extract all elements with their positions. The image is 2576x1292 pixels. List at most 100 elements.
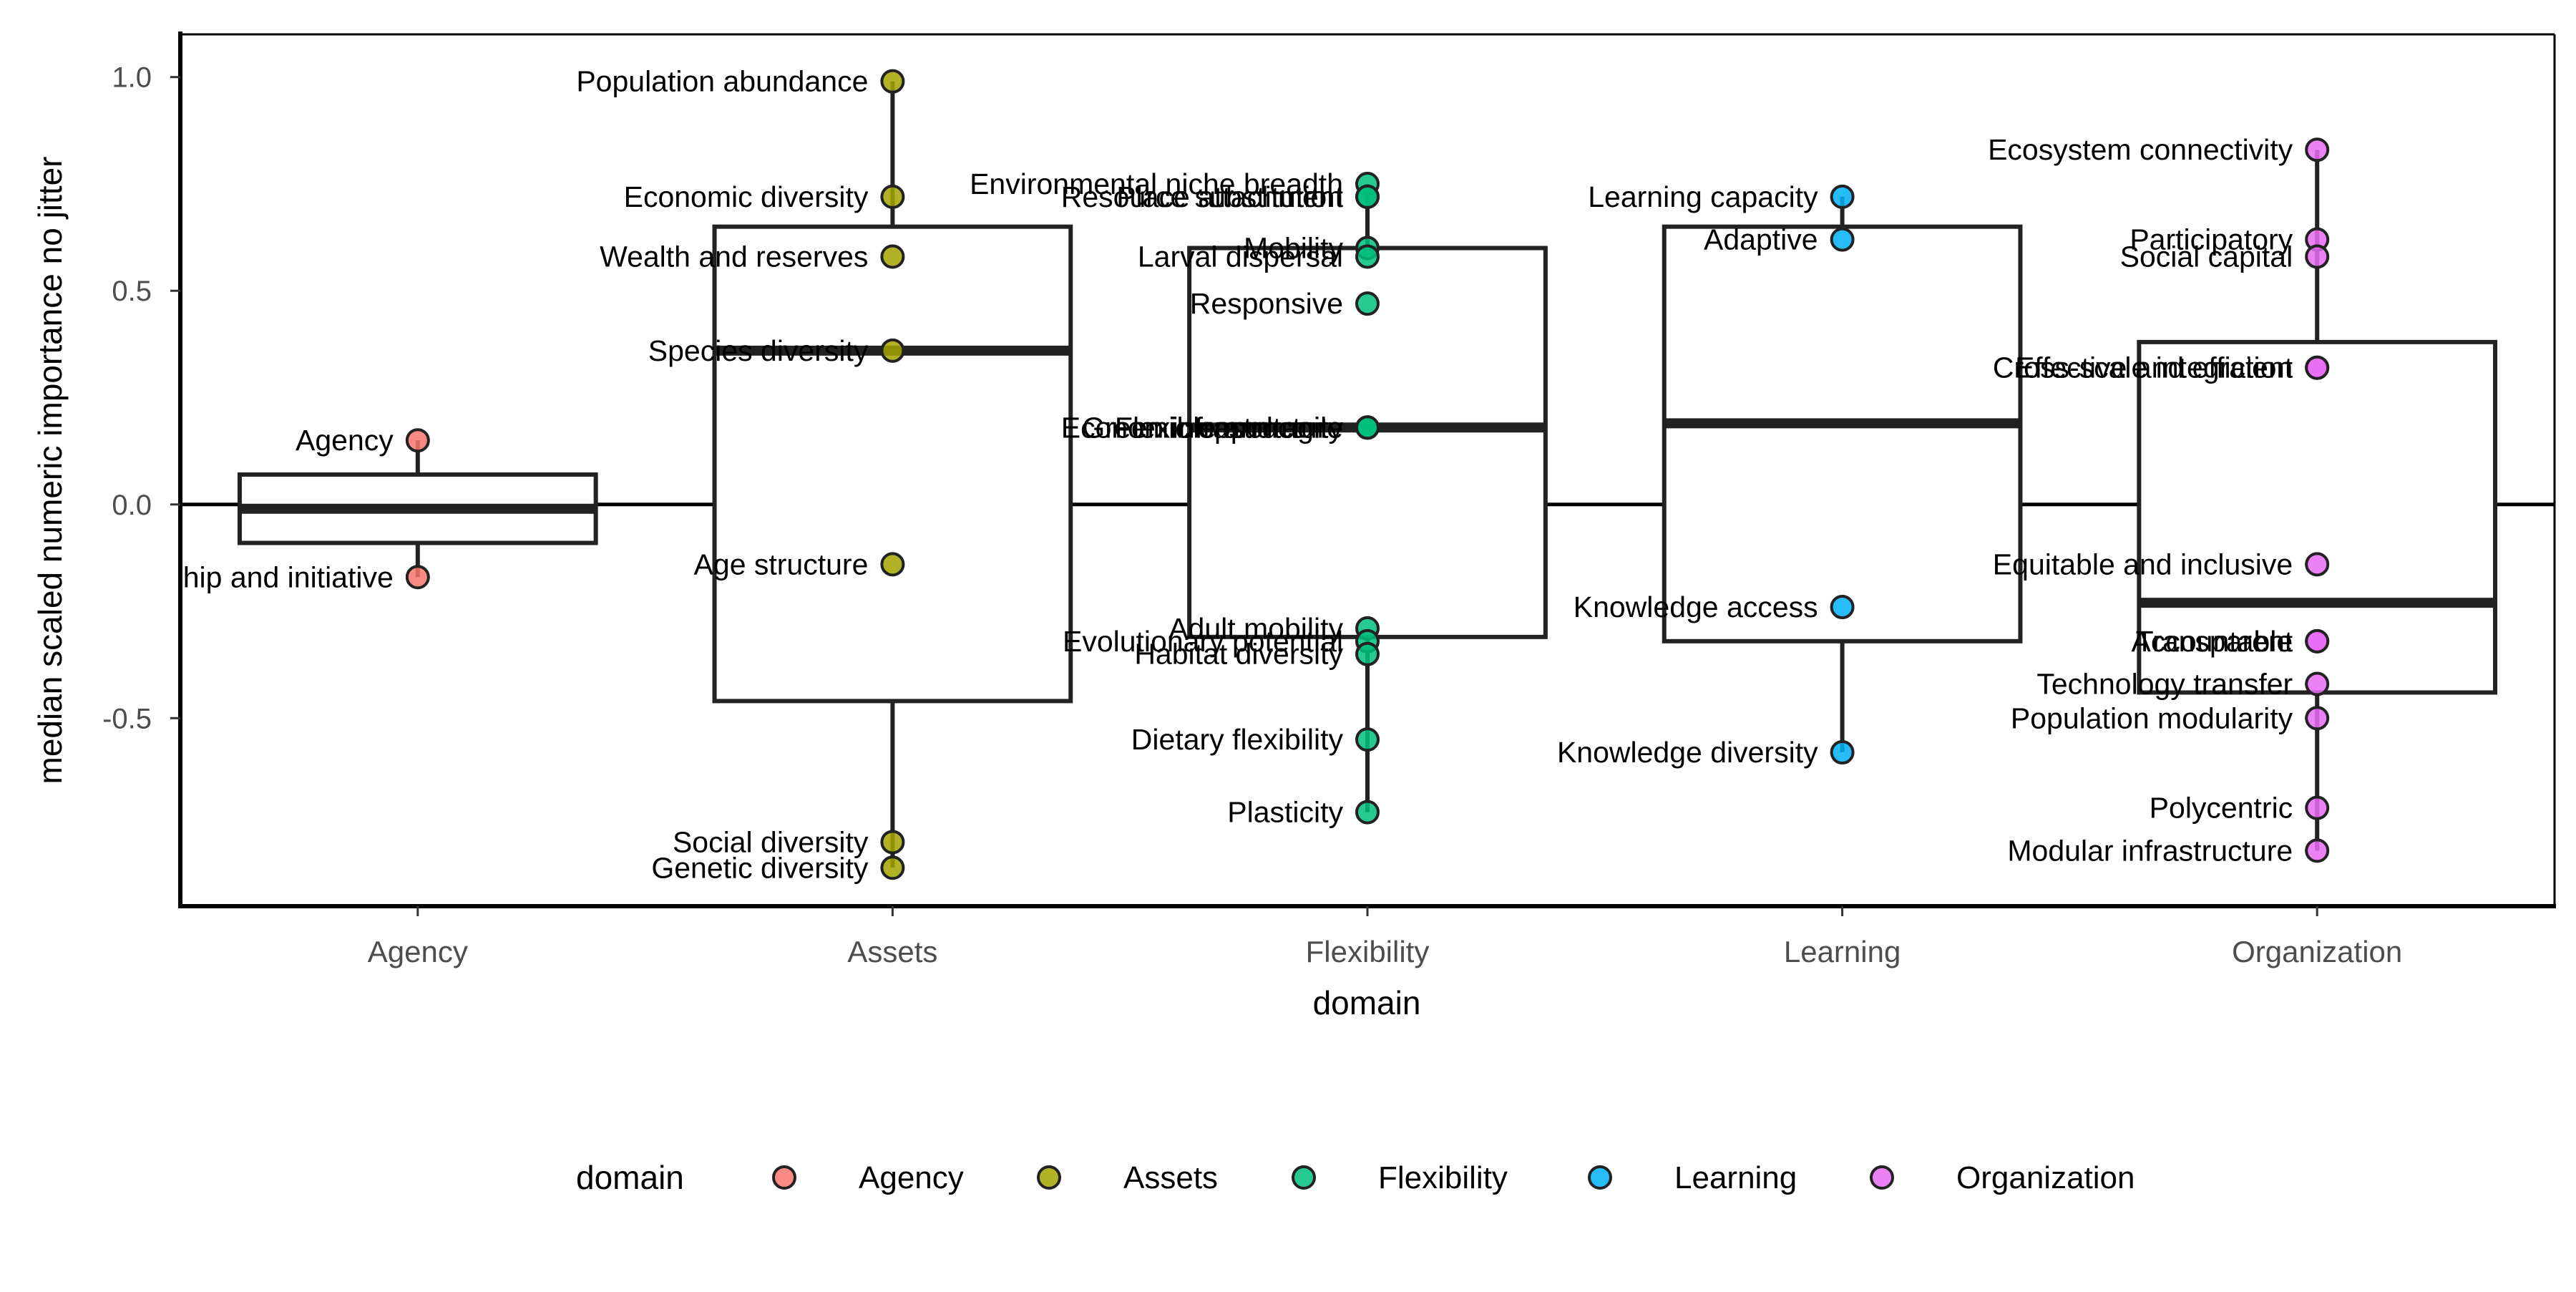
point-responsive (1355, 291, 1380, 316)
legend-key-assets (1037, 1165, 1061, 1190)
point-label-social-capital: Social capital (2120, 240, 2293, 273)
points-layer (405, 69, 2330, 880)
point-knowledge-access (1830, 595, 1855, 620)
point-label-social-diversity: Social diversity (673, 825, 869, 858)
legend-key-learning (1588, 1165, 1612, 1190)
point-label-effective-and-efficient: Effective and efficient (2015, 351, 2293, 384)
point-label-learning-capacity: Learning capacity (1588, 180, 1818, 213)
box-learning (1662, 224, 2023, 643)
point-transparent (2305, 628, 2330, 654)
point-label-adult-mobility: Adult mobility (1169, 612, 1343, 645)
point-label-knowledge-diversity: Knowledge diversity (1557, 736, 1818, 769)
point-dietary-flexibility (1355, 727, 1380, 752)
y-axis-title: median scaled numeric importance no jitt… (31, 157, 69, 785)
point-label-knowledge-access: Knowledge access (1574, 591, 1818, 623)
point-population-abundance (880, 69, 905, 94)
legend-title: domain (576, 1159, 684, 1196)
point-label-technology-transfer: Technology transfer (2036, 668, 2293, 701)
legend-label-agency: Agency (859, 1160, 964, 1195)
x-axis-title: domain (1313, 984, 1421, 1021)
point-label-economic-opportunity: Economic opportunity (1061, 411, 1344, 444)
point-modular-infrastructure (2305, 838, 2330, 863)
x-tick-label-flexibility: Flexibility (1306, 935, 1430, 968)
y-tick-label: -0.5 (102, 703, 152, 734)
point-habitat-diversity (1355, 641, 1380, 666)
point-learning-capacity (1830, 184, 1855, 209)
point-ecosystem-connectivity (2305, 137, 2330, 162)
legend-label-organization: Organization (1956, 1160, 2135, 1195)
point-social-diversity (880, 830, 905, 855)
y-tick-label: 1.0 (112, 62, 152, 94)
y-tick-label: 0.0 (112, 490, 152, 521)
point-social-capital (2305, 244, 2330, 269)
point-label-responsive: Responsive (1190, 287, 1343, 320)
point-label-wealth-and-reserves: Wealth and reserves (600, 240, 868, 273)
legend-label-assets: Assets (1123, 1160, 1218, 1195)
point-species-diversity (880, 338, 905, 363)
legend-key-organization (1870, 1165, 1894, 1190)
point-label-green-infrastructure: Green infrastructure (1082, 411, 1343, 444)
x-tick-label-assets: Assets (847, 935, 937, 968)
point-label-modular-infrastructure: Modular infrastructure (2007, 834, 2293, 867)
point-label-larval-dispersal: Larval dispersal (1138, 240, 1343, 273)
point-label-polycentric: Polycentric (2150, 792, 2293, 825)
legend-key-flexibility (1292, 1165, 1316, 1190)
point-label-accountable: Accountable (2132, 625, 2293, 658)
x-tick-label-learning: Learning (1784, 935, 1901, 968)
point-label-species-diversity: Species diversity (648, 334, 869, 367)
point-label-mobility: Mobility (1244, 232, 1343, 265)
point-label-habitat-diversity: Habitat diversity (1134, 638, 1343, 671)
point-age-structure (880, 552, 905, 577)
box-assets (712, 224, 1073, 704)
point-green-infrastructure (1355, 415, 1380, 440)
x-tick-label-agency: Agency (368, 935, 468, 968)
x-ticks: Agency Assets Flexibility Learning Organizat… (368, 906, 2402, 968)
point-label-equitable-and-inclusive: Equitable and inclusive (1993, 548, 2293, 581)
point-plasticity (1355, 800, 1380, 825)
point-label-ecosystem-connectivity: Ecosystem connectivity (1988, 133, 2293, 166)
point-label-economic-diversity: Economic diversity (624, 180, 869, 213)
point-label-leadership-and-initiative: Leadership and initiative (77, 560, 394, 593)
legend-key-agency (772, 1165, 796, 1190)
point-wealth-and-reserves (880, 244, 905, 269)
point-equitable-and-inclusive (2305, 552, 2330, 577)
legend: domain Agency Assets Flexibility Learning Or… (576, 1159, 2135, 1196)
point-label-population-modularity: Population modularity (2011, 701, 2293, 734)
point-technology-transfer (2305, 671, 2330, 696)
y-tick-label: 0.5 (112, 276, 152, 307)
point-leadership-and-initiative (405, 565, 430, 590)
point-label-plasticity: Plasticity (1227, 796, 1343, 829)
point-label-place-attachment: Place attachment (1116, 180, 1343, 213)
point-larval-dispersal (1355, 244, 1380, 269)
point-label-transparent: Transparent (2136, 625, 2293, 658)
y-ticks: 1.0 0.5 0.0 -0.5 (102, 62, 180, 734)
point-place-attachment (1355, 184, 1380, 209)
point-label-genetic-diversity: Genetic diversity (651, 851, 869, 884)
legend-label-flexibility: Flexibility (1378, 1160, 1508, 1195)
point-polycentric (2305, 795, 2330, 820)
point-label-environmental-niche-breadth: Environmental niche breadth (970, 167, 1343, 200)
point-genetic-diversity (880, 855, 905, 880)
point-label-evolutionary-potential: Evolutionary potential (1063, 625, 1343, 658)
x-tick-label-organization: Organization (2232, 935, 2402, 968)
point-agency (405, 428, 430, 453)
point-label-agency: Agency (296, 424, 394, 457)
point-label-adaptive: Adaptive (1704, 223, 1818, 256)
point-economic-diversity (880, 184, 905, 209)
point-label-flexible-and-agile: Flexible and agile (1115, 411, 1343, 444)
point-knowledge-diversity (1830, 740, 1855, 765)
point-population-modularity (2305, 706, 2330, 731)
point-label-population-abundance: Population abundance (576, 65, 868, 98)
point-label-dietary-flexibility: Dietary flexibility (1131, 723, 1344, 756)
point-label-cross-scale-integration: Cross-scale integration (1993, 351, 2293, 384)
point-label-resource-substitution: Resource substitution (1061, 180, 1343, 213)
legend-label-learning: Learning (1674, 1160, 1797, 1195)
point-label-age-structure: Age structure (694, 548, 869, 581)
point-adaptive (1830, 227, 1855, 252)
point-effective-and-efficient (2305, 355, 2330, 380)
